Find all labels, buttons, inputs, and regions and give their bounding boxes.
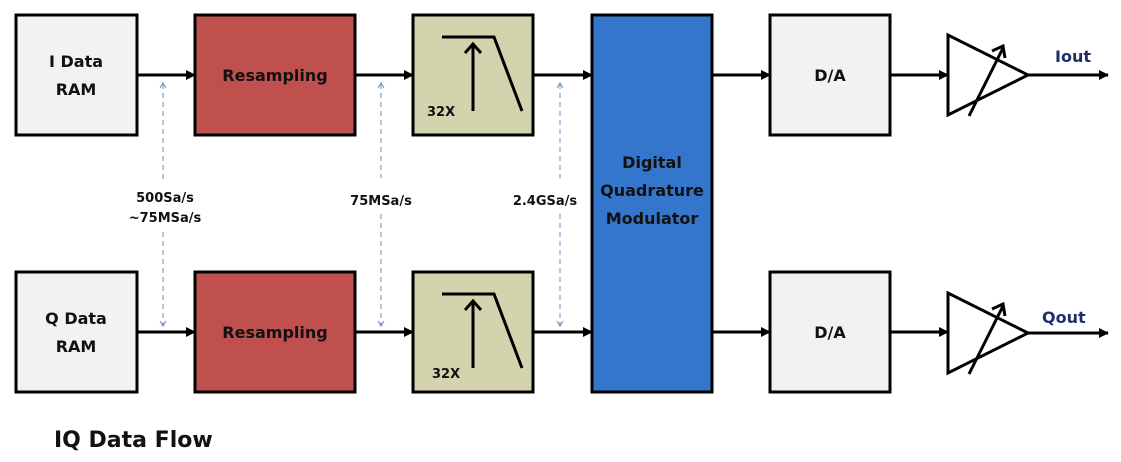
resampling-bottom-block: Resampling (193, 270, 357, 394)
rate-label-filter: 2.4GSa/s (513, 194, 578, 209)
lowpass-response-icon (442, 292, 524, 369)
i-data-ram-block: I Data RAM (14, 13, 139, 137)
upsample-arrowhead-icon (463, 298, 483, 311)
rate-marker-resampling-filter: 75MSa/s (350, 82, 412, 327)
q-ram-label-1: Q Data (45, 309, 107, 328)
diagram-title: IQ Data Flow (54, 428, 213, 453)
dac-bottom-block: D/A (768, 270, 892, 394)
rate-marker-filter-modulator: 2.4GSa/s (513, 82, 578, 327)
filter-bottom-block: 32X (411, 270, 535, 394)
filter-top-block: 32X (411, 13, 535, 137)
resampling-top-block: Resampling (193, 13, 357, 137)
variable-gain-amplifier-bottom-icon (946, 290, 1032, 376)
i-ram-label-1: I Data (49, 52, 103, 71)
modulator-label-3: Modulator (606, 209, 699, 228)
q-data-ram-block: Q Data RAM (14, 270, 139, 394)
modulator-label-1: Digital (622, 153, 682, 172)
filter-top-factor: 32X (427, 105, 455, 120)
resampling-bottom-label: Resampling (222, 323, 327, 342)
q-ram-label-2: RAM (56, 337, 97, 356)
rate-label-ram-1: 500Sa/s (136, 191, 194, 206)
rate-marker-ram-resampling: 500Sa/s ~75MSa/s (129, 82, 202, 327)
lowpass-response-icon (442, 35, 524, 112)
q-output-label: Qout (1042, 308, 1086, 327)
dac-top-label: D/A (814, 66, 846, 85)
i-ram-label-2: RAM (56, 80, 97, 99)
modulator-label-2: Quadrature (600, 181, 704, 200)
variable-gain-amplifier-top-icon (946, 32, 1032, 118)
i-output-label: Iout (1055, 47, 1091, 66)
rate-label-ram-2: ~75MSa/s (129, 211, 202, 226)
resampling-top-label: Resampling (222, 66, 327, 85)
upsample-arrowhead-icon (463, 41, 483, 54)
dac-top-block: D/A (768, 13, 892, 137)
digital-quadrature-modulator-block: Digital Quadrature Modulator (590, 13, 714, 394)
filter-bottom-factor: 32X (432, 367, 460, 382)
dac-bottom-label: D/A (814, 323, 846, 342)
rate-label-resampling: 75MSa/s (350, 194, 412, 209)
